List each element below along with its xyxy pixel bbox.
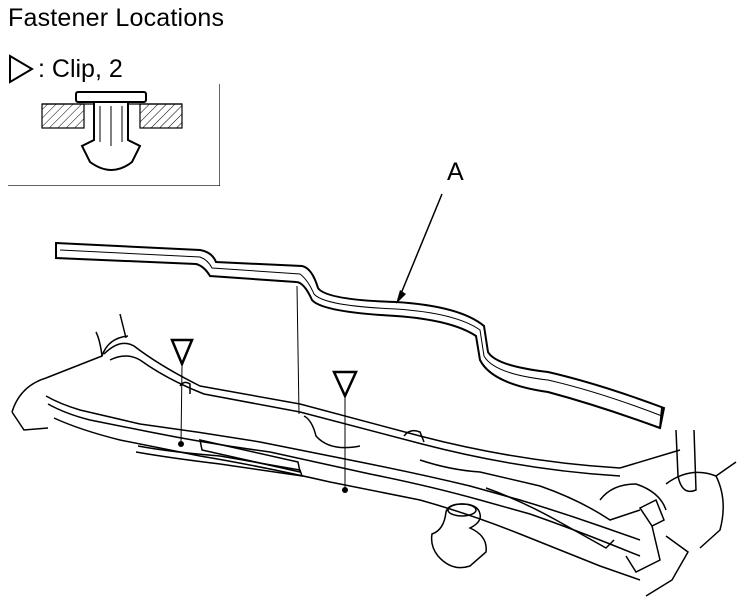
legend: : Clip, 2	[8, 54, 123, 84]
callout-a-leader	[399, 193, 443, 297]
callout-a-arrowhead	[396, 290, 406, 304]
clip-marker-right	[332, 370, 358, 493]
cowl-cover	[11, 313, 737, 597]
clip-marker-left	[170, 338, 194, 447]
triangle-clip-icon	[9, 54, 34, 84]
page-title: Fastener Locations	[8, 4, 225, 32]
clip-detail-inset	[8, 84, 220, 186]
weatherstrip-seal	[55, 241, 666, 430]
legend-label: : Clip, 2	[38, 54, 123, 83]
callout-a-label: A	[447, 158, 464, 186]
